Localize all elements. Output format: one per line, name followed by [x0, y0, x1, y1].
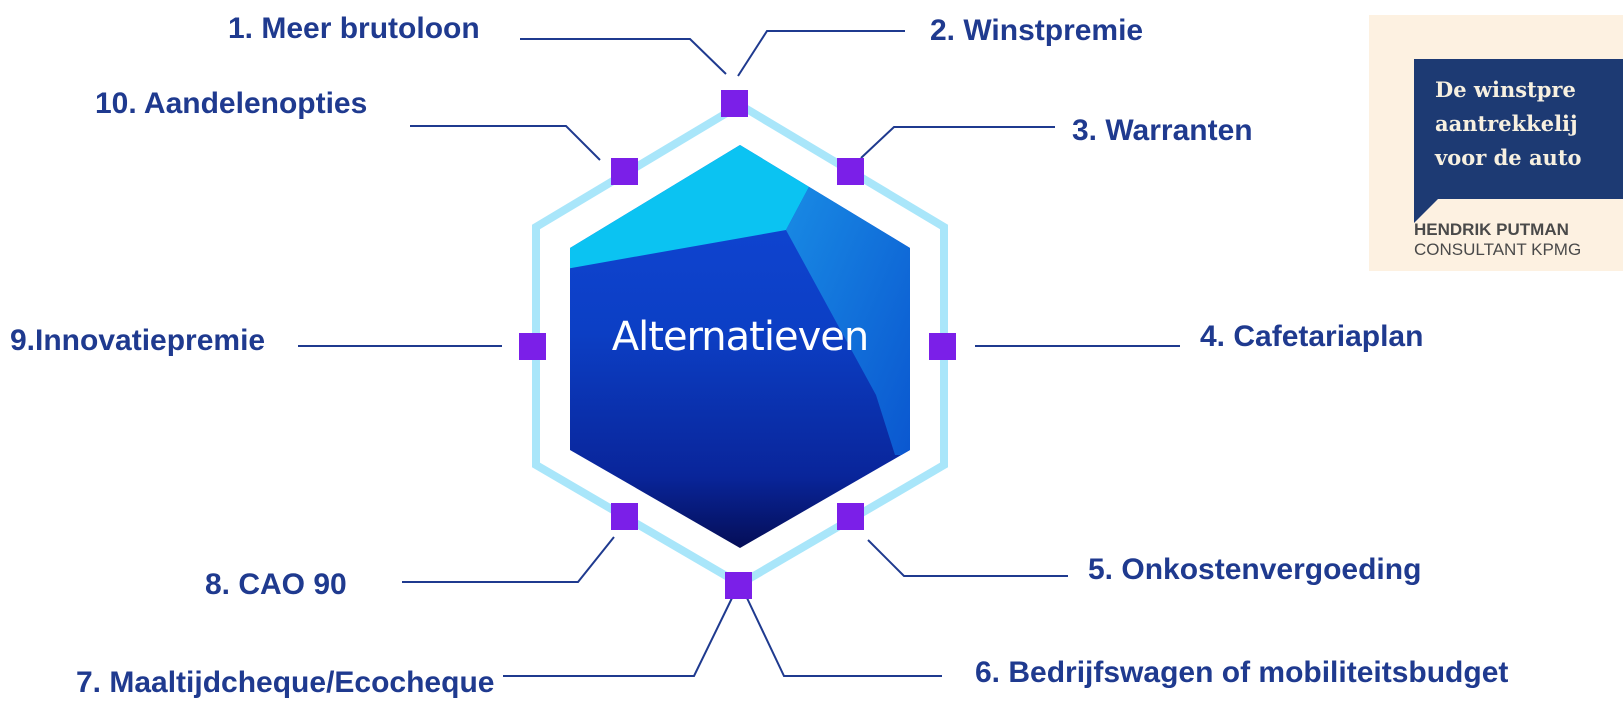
quote-author: HENDRIK PUTMAN CONSULTANT KPMG: [1414, 220, 1581, 260]
quote-line-3: voor de auto: [1435, 145, 1582, 170]
label-onkostenvergoeding: 5. Onkostenvergoeding: [1088, 553, 1421, 586]
connector-2: [737, 30, 905, 77]
center-title: Alternatieven: [612, 314, 868, 360]
node-8: [611, 158, 638, 185]
node-2: [837, 158, 864, 185]
label-meer-brutoloon: 1. Meer brutoloon: [228, 12, 480, 45]
node-6: [611, 503, 638, 530]
connector-1: [520, 38, 727, 75]
quote-text: De winstpre aantrekkelij voor de auto: [1435, 73, 1623, 175]
node-4: [837, 503, 864, 530]
label-winstpremie: 2. Winstpremie: [930, 14, 1143, 47]
label-aandelenopties: 10. Aandelenopties: [95, 87, 367, 120]
connector-8: [402, 536, 615, 583]
node-7: [519, 333, 546, 360]
quote-card: De winstpre aantrekkelij voor de auto HE…: [1369, 15, 1623, 271]
quote-line-1: De winstpre: [1435, 77, 1576, 102]
label-bedrijfswagen: 6. Bedrijfswagen of mobiliteitsbudget: [975, 656, 1508, 689]
label-cafetariaplan: 4. Cafetariaplan: [1200, 320, 1423, 353]
node-1: [721, 90, 748, 117]
connector-10: [410, 125, 601, 161]
quote-author-name: HENDRIK PUTMAN: [1414, 220, 1569, 239]
node-3: [929, 333, 956, 360]
connector-7: [503, 597, 733, 677]
quote-bubble-tail: [1414, 197, 1440, 223]
label-cao-90: 8. CAO 90: [205, 568, 347, 601]
label-maaltijdcheque: 7. Maaltijdcheque/Ecocheque: [76, 666, 494, 699]
quote-author-role: CONSULTANT KPMG: [1414, 240, 1582, 259]
label-innovatiepremie: 9.Innovatiepremie: [10, 324, 265, 357]
label-warranten: 3. Warranten: [1072, 114, 1253, 147]
connector-6: [746, 597, 942, 677]
quote-line-2: aantrekkelij: [1435, 111, 1578, 136]
node-5: [725, 572, 752, 599]
connector-3: [860, 126, 1055, 159]
connector-5: [867, 539, 1068, 577]
quote-bubble: [1414, 59, 1623, 199]
